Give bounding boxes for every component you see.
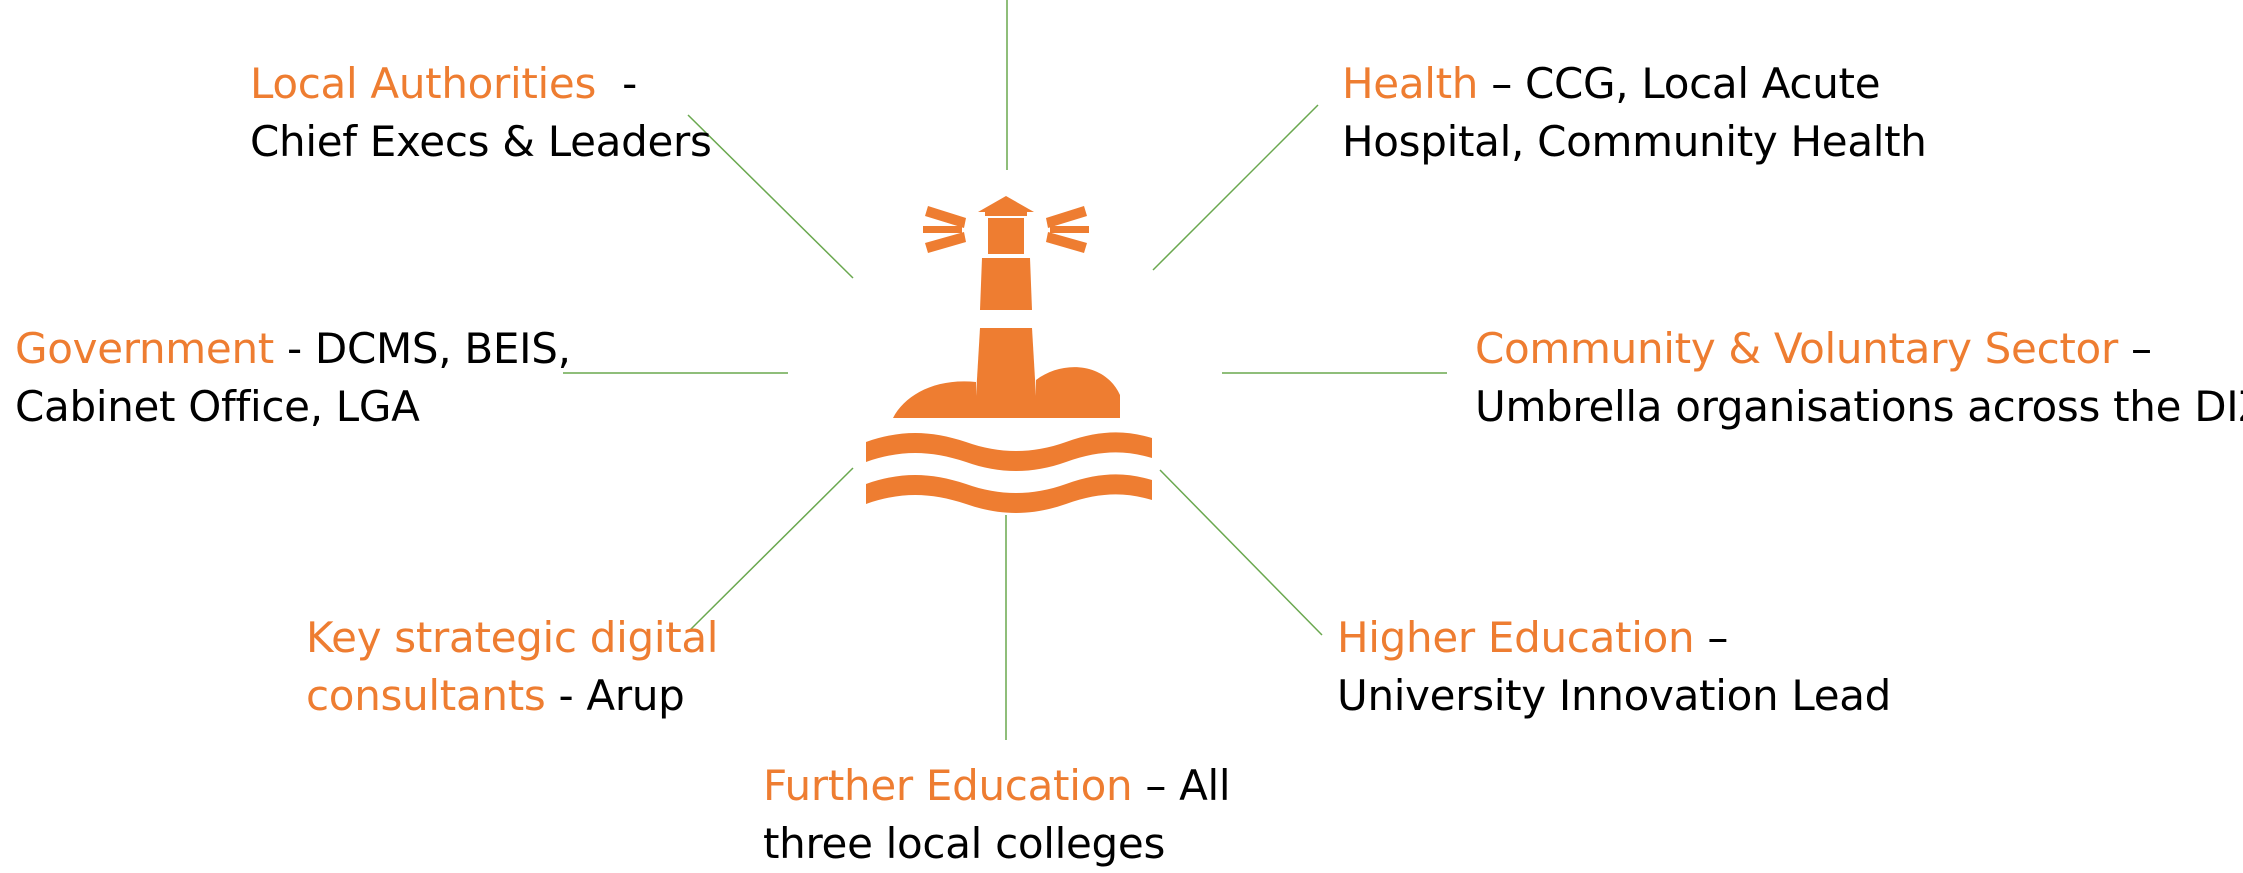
node-community: Community & Voluntary Sector – Umbrella … xyxy=(1475,320,2243,436)
node-description: three local colleges xyxy=(763,819,1166,868)
node-description: - Arup xyxy=(558,671,685,720)
node-description: Cabinet Office, LGA xyxy=(15,382,420,431)
lighthouse-lantern-frame xyxy=(985,212,1027,216)
connector-local-authorities xyxy=(687,114,854,279)
lighthouse-rock xyxy=(893,367,1120,418)
light-ray xyxy=(925,232,966,253)
wave xyxy=(866,432,1152,471)
light-ray xyxy=(1046,232,1087,253)
lighthouse-roof xyxy=(978,196,1034,212)
node-title: Community & Voluntary Sector xyxy=(1475,324,2118,373)
light-ray xyxy=(925,206,966,228)
lighthouse-tower-upper xyxy=(980,258,1032,310)
node-title: consultants xyxy=(306,671,546,720)
wave xyxy=(866,474,1152,513)
light-ray xyxy=(923,226,962,233)
node-title: Key strategic digital xyxy=(306,613,719,662)
node-higher-education: Higher Education – University Innovation… xyxy=(1337,609,1891,725)
node-separator: - xyxy=(622,59,638,108)
lighthouse-tower-lower xyxy=(976,328,1036,396)
connector-consultants xyxy=(689,467,854,631)
node-health: Health – CCG, Local Acute Hospital, Comm… xyxy=(1342,55,1927,171)
node-description: - DCMS, BEIS, xyxy=(287,324,571,373)
node-description: University Innovation Lead xyxy=(1337,671,1892,720)
node-separator: – xyxy=(1707,613,1729,662)
connector-health xyxy=(1152,104,1319,271)
node-description: Chief Execs & Leaders xyxy=(250,117,712,166)
node-title: Higher Education xyxy=(1337,613,1695,662)
light-ray xyxy=(1046,206,1087,228)
node-title: Health xyxy=(1342,59,1479,108)
node-separator: – xyxy=(2130,324,2152,373)
node-title: Local Authorities xyxy=(250,59,597,108)
node-consultants: Key strategic digital consultants - Arup xyxy=(306,609,718,725)
node-local-authorities: Local Authorities - Chief Execs & Leader… xyxy=(250,55,712,171)
lighthouse-lantern xyxy=(988,218,1024,254)
node-title: Further Education xyxy=(763,761,1133,810)
node-description: Hospital, Community Health xyxy=(1342,117,1927,166)
node-description: Umbrella organisations across the DIZ xyxy=(1475,382,2243,431)
connector-higher-education xyxy=(1159,469,1323,636)
light-ray xyxy=(1050,226,1089,233)
node-title: Government xyxy=(15,324,274,373)
node-further-education: Further Education – All three local coll… xyxy=(763,757,1231,873)
node-description: – CCG, Local Acute xyxy=(1491,59,1881,108)
node-description: – All xyxy=(1145,761,1231,810)
node-government: Government - DCMS, BEIS, Cabinet Office,… xyxy=(15,320,571,436)
